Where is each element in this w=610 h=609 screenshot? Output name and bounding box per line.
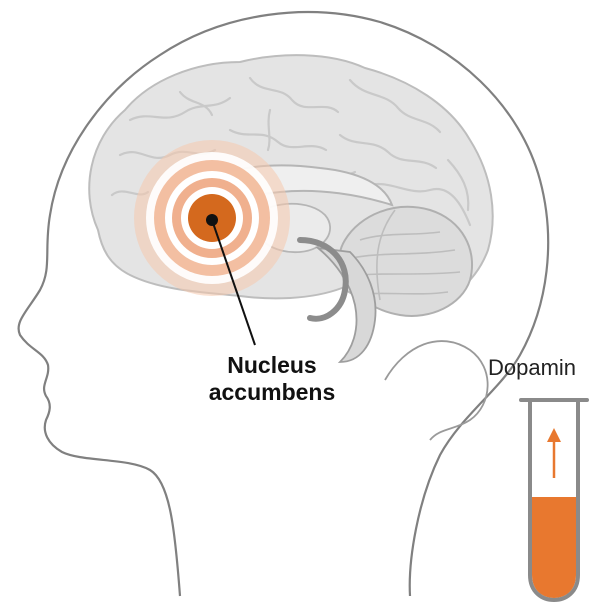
pointer-dot (206, 214, 218, 226)
nucleus-label-line1: Nucleus (172, 352, 372, 379)
arrow-up-icon (547, 428, 561, 478)
dopamine-test-tube (521, 400, 587, 600)
nucleus-label-line2: accumbens (172, 379, 372, 406)
ear-outline (385, 341, 488, 440)
nucleus-accumbens-label: Nucleus accumbens (172, 352, 372, 406)
dopamine-label: Dopamin (488, 355, 576, 381)
tube-fill (532, 497, 576, 598)
